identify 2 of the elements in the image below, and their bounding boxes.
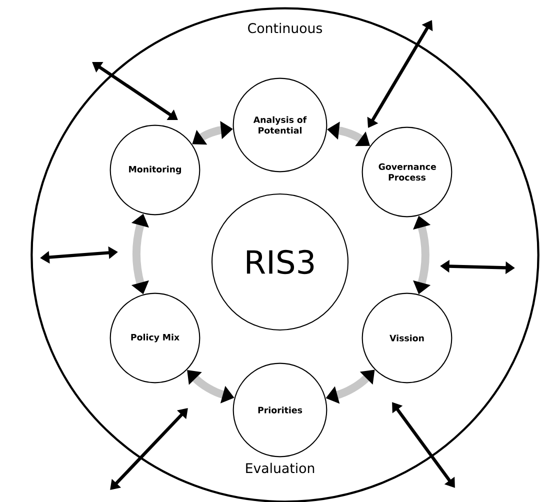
circle-label: Evaluation: [246, 462, 314, 474]
circle-label: Continuous: [248, 22, 322, 34]
